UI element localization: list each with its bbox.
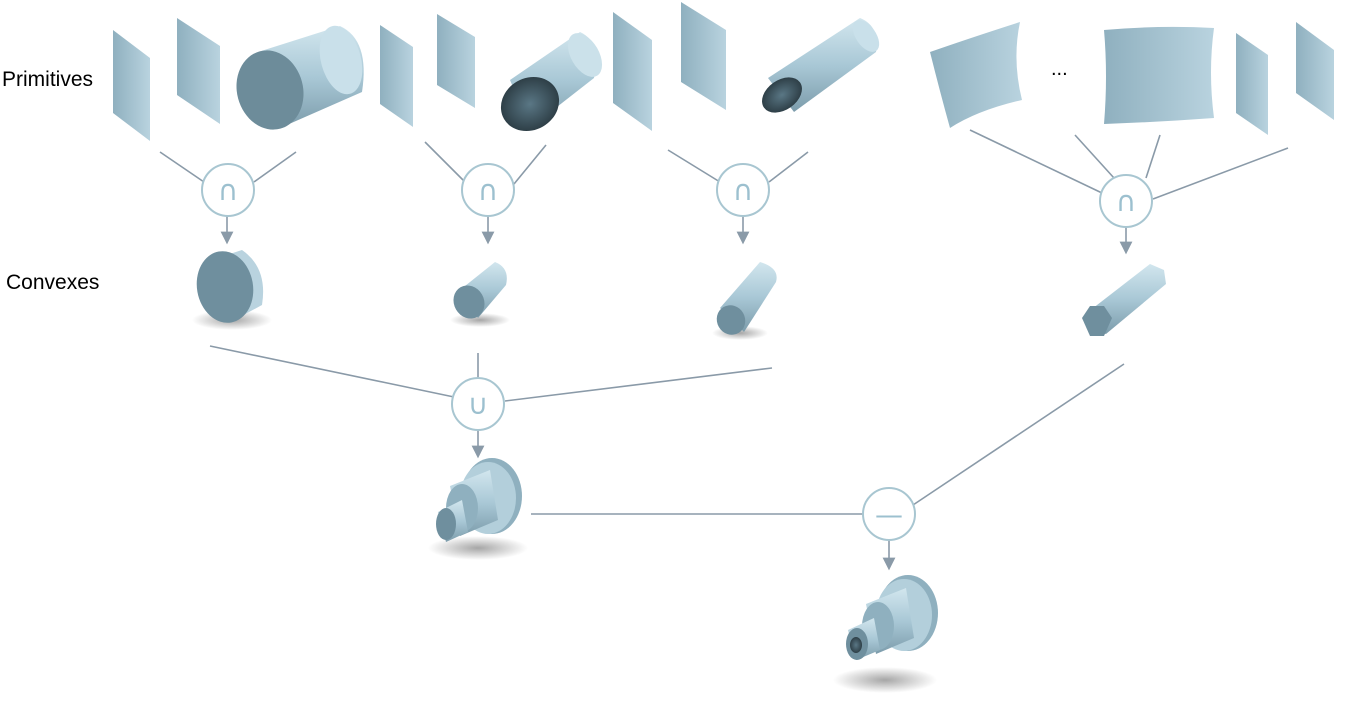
intersection-symbol: ∩: [478, 174, 499, 207]
primitive-group-2: [380, 14, 603, 132]
plane-primitive: [113, 30, 150, 141]
plane-primitive: [177, 18, 220, 124]
connector-lines: [159, 129, 1289, 571]
operator-intersection-2: ∩: [461, 163, 515, 217]
plane-primitive: [1236, 33, 1268, 135]
convexes-label: Convexes: [6, 271, 100, 294]
plane-primitive: [613, 12, 652, 131]
plane-primitive: [437, 14, 475, 108]
operator-difference: —: [862, 487, 916, 541]
intersection-symbol: ∩: [1116, 185, 1137, 218]
curved-plane-primitive: [930, 22, 1022, 128]
union-result-part: [428, 458, 528, 560]
intersection-symbol: ∩: [733, 174, 754, 207]
intersection-symbol: ∩: [218, 174, 239, 207]
plane-primitive: [1296, 22, 1334, 120]
operator-union: ∪: [451, 377, 505, 431]
convex-long-cylinder: [712, 262, 777, 340]
operator-intersection-4: ∩: [1099, 174, 1153, 228]
curved-plane-primitive: [1104, 26, 1214, 124]
convex-disc: [192, 250, 272, 330]
cylinder-primitive: [236, 25, 364, 130]
cylinder-primitive: [762, 18, 880, 113]
primitive-group-4: [930, 22, 1334, 135]
plane-primitive: [380, 25, 413, 127]
primitives-label: Primitives: [2, 68, 94, 91]
operator-intersection-3: ∩: [716, 163, 770, 217]
convex-prism: [1082, 264, 1166, 336]
convex-short-cylinder: [450, 262, 510, 327]
cylinder-primitive: [500, 32, 603, 132]
operator-intersection-1: ∩: [201, 163, 255, 217]
primitive-group-3: [613, 2, 880, 131]
ellipsis: ...: [1051, 58, 1068, 80]
plane-primitive: [681, 2, 726, 110]
final-result-part: [833, 575, 938, 693]
union-symbol: ∪: [468, 388, 489, 421]
difference-symbol: —: [875, 498, 903, 531]
primitive-group-1: [113, 18, 364, 141]
